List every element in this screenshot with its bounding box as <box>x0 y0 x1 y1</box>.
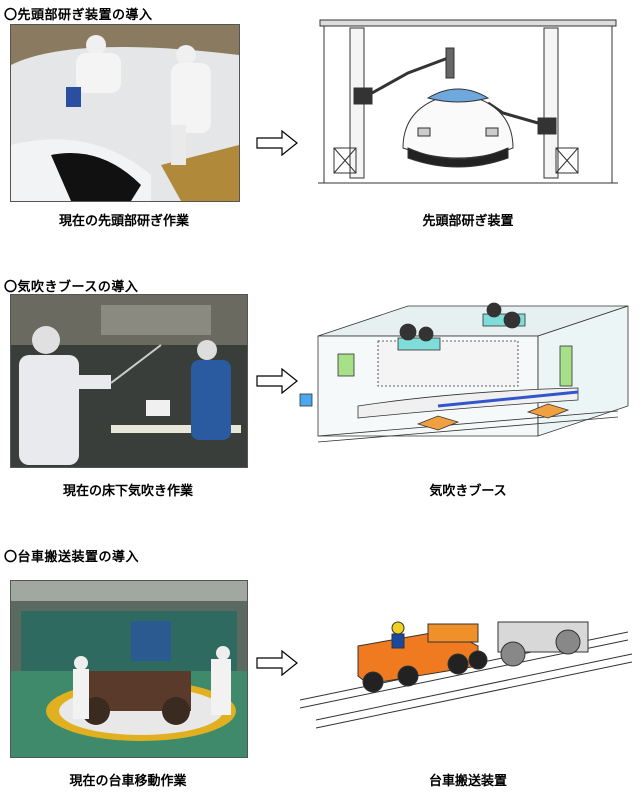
photo-caption-2: 現在の床下気吹き作業 <box>62 484 193 499</box>
illust-caption-1: 先頭部研ぎ装置 <box>422 214 514 229</box>
section-1-heading: 〇先頭部研ぎ装置の導入 <box>4 8 153 23</box>
photo-bogie-moving-work <box>10 580 248 758</box>
photo-underfloor-air-blowing-work <box>10 294 248 468</box>
photo-caption-3: 現在の台車移動作業 <box>69 774 187 789</box>
section-3-heading: 〇台車搬送装置の導入 <box>4 550 140 565</box>
photo-nose-polishing-work <box>10 24 240 202</box>
arrow-right-icon <box>256 129 298 160</box>
photo-caption-1: 現在の先頭部研ぎ作業 <box>58 214 189 229</box>
bogie-transport-device-illustration <box>298 596 638 732</box>
illust-caption-3: 台車搬送装置 <box>428 774 507 789</box>
air-blowing-booth-illustration <box>298 296 638 456</box>
nose-polishing-device-illustration <box>318 18 618 190</box>
section-2-heading: 〇気吹きブースの導入 <box>4 280 139 295</box>
arrow-right-icon <box>256 649 298 680</box>
arrow-right-icon <box>256 367 298 398</box>
illust-caption-2: 気吹きブース <box>429 484 507 499</box>
